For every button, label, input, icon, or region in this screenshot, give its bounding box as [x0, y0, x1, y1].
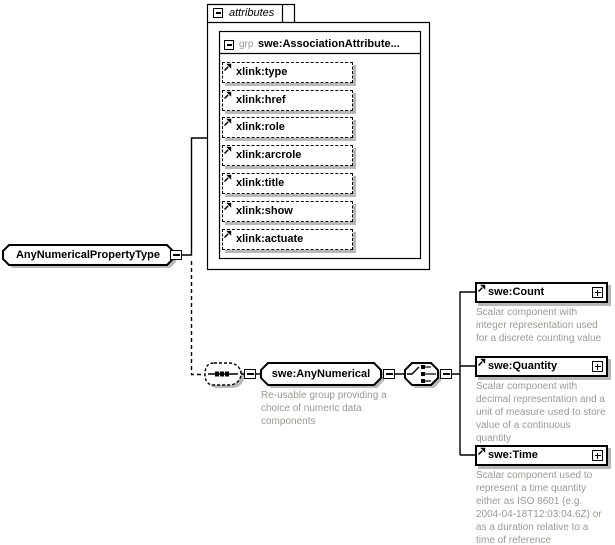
attribute-label: xlink:type	[236, 66, 288, 78]
attribute-group-collapse-toggle[interactable]	[224, 40, 234, 50]
reference-arrow-icon	[223, 174, 232, 183]
attribute-xlink-href[interactable]: xlink:href	[222, 90, 353, 111]
expand-element-button[interactable]	[592, 361, 603, 372]
anynumerical-connector-toggle[interactable]	[383, 369, 395, 379]
expand-element-button[interactable]	[592, 287, 603, 298]
swe-time-annotation: Scalar component used to represent a tim…	[476, 470, 602, 545]
root-type-label: AnyNumericalPropertyType	[15, 249, 161, 261]
element-swe-quantity[interactable]: swe:Quantity	[475, 356, 608, 377]
attribute-xlink-type[interactable]: xlink:type	[222, 62, 353, 83]
reference-arrow-icon	[477, 284, 486, 293]
anynumerical-annotation: Re-usable group providing a choice of nu…	[261, 390, 387, 427]
reference-arrow-icon	[223, 202, 232, 211]
attribute-xlink-title[interactable]: xlink:title	[222, 173, 353, 194]
choice-icon	[407, 365, 436, 383]
element-label: swe:Count	[488, 286, 545, 298]
attribute-label: xlink:arcrole	[236, 149, 302, 161]
reference-arrow-icon	[223, 118, 232, 127]
element-label: swe:Time	[488, 449, 538, 461]
attributes-collapse-toggle[interactable]	[213, 8, 223, 18]
element-swe-count[interactable]: swe:Count	[475, 282, 608, 303]
sequence-icon	[208, 371, 238, 377]
attribute-label: xlink:role	[236, 121, 285, 133]
reference-arrow-icon	[223, 91, 232, 100]
root-connector-toggle[interactable]	[170, 250, 182, 260]
attribute-xlink-actuate[interactable]: xlink:actuate	[222, 229, 353, 250]
anynumerical-element-label: swe:AnyNumerical	[271, 368, 371, 380]
swe-count-annotation: Scalar component with integer representa…	[476, 307, 602, 344]
reference-arrow-icon	[223, 146, 232, 155]
group-connector-toggle[interactable]	[244, 369, 256, 379]
wire-root-to-attributes	[182, 137, 207, 256]
anynumerical-element-shape[interactable]	[260, 362, 382, 386]
attribute-xlink-role[interactable]: xlink:role	[222, 117, 353, 138]
wire-root-to-group	[190, 261, 205, 376]
attributes-tab-label: attributes	[229, 7, 275, 19]
attribute-label: xlink:title	[236, 177, 285, 189]
element-label: swe:Quantity	[488, 360, 558, 372]
reference-arrow-icon	[477, 447, 486, 456]
reference-arrow-icon	[223, 63, 232, 72]
attributes-tab-divider	[207, 4, 295, 24]
reference-arrow-icon	[223, 230, 232, 239]
element-swe-time[interactable]: swe:Time	[475, 445, 608, 466]
swe-quantity-annotation: Scalar component with decimal representa…	[476, 381, 606, 444]
attribute-label: xlink:show	[236, 205, 293, 217]
attribute-label: xlink:actuate	[236, 233, 304, 245]
attribute-group-kind: grp	[239, 39, 254, 50]
expand-element-button[interactable]	[592, 450, 603, 461]
attribute-xlink-show[interactable]: xlink:show	[222, 201, 353, 222]
attribute-xlink-arcrole[interactable]: xlink:arcrole	[222, 145, 353, 166]
root-type-shape[interactable]	[2, 244, 174, 266]
attribute-label: xlink:href	[236, 94, 286, 106]
attribute-group-label: swe:AssociationAttribute...	[258, 38, 400, 50]
choice-connector-toggle[interactable]	[440, 369, 452, 379]
wire-choice-branches	[459, 291, 475, 456]
reference-arrow-icon	[477, 358, 486, 367]
